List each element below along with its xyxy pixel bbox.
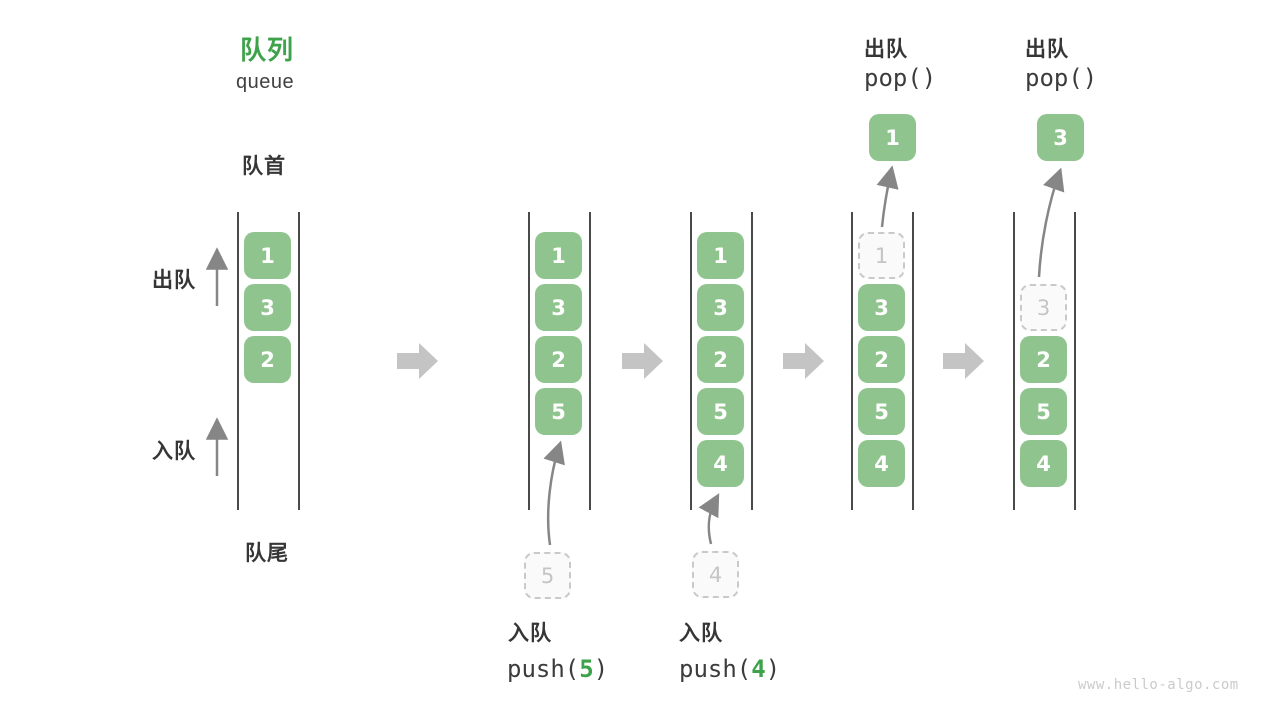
queue-wall	[528, 212, 530, 510]
queue-item: 1	[535, 232, 582, 279]
popped-item: 3	[1037, 114, 1084, 161]
queue-item: 2	[535, 336, 582, 383]
watermark: www.hello-algo.com	[1078, 677, 1239, 693]
transition-arrow-icon-4	[943, 343, 984, 379]
queue-wall	[912, 212, 914, 510]
queue-item: 5	[1020, 388, 1067, 435]
code-arg: 5	[579, 655, 594, 683]
queue-item: 1	[244, 232, 291, 279]
page-title: 队列	[240, 35, 295, 65]
queue-wall	[690, 212, 692, 510]
queue-item: 3	[697, 284, 744, 331]
pop1-arrow-icon	[876, 165, 899, 228]
code-post: )	[593, 655, 609, 683]
code-arg: 4	[751, 655, 766, 683]
queue-item: 4	[858, 440, 905, 487]
dequeue-side-label: 出队	[152, 269, 196, 292]
transition-arrow-icon-1	[397, 343, 438, 379]
push5-arrow-icon	[543, 440, 565, 546]
pop3-arrow-icon	[1037, 167, 1065, 278]
queue-wall	[298, 212, 300, 510]
queue-item: 4	[1020, 440, 1067, 487]
removed-item-ghost: 1	[858, 232, 905, 279]
code-pre: push(	[679, 655, 752, 683]
queue-item: 1	[697, 232, 744, 279]
queue-wall	[1013, 212, 1015, 510]
queue-wall	[751, 212, 753, 510]
enqueue-op-code: push(5)	[507, 655, 608, 683]
queue-item: 4	[697, 440, 744, 487]
removed-item-ghost: 3	[1020, 284, 1067, 331]
incoming-item-ghost: 5	[524, 552, 571, 599]
code-pre: push(	[507, 655, 580, 683]
queue-item: 3	[858, 284, 905, 331]
enqueue-side-label: 入队	[152, 440, 196, 463]
enqueue-op-code: push(4)	[679, 655, 780, 683]
queue-item: 2	[697, 336, 744, 383]
enqueue-op-label: 入队	[679, 622, 723, 645]
queue-item: 5	[858, 388, 905, 435]
dequeue-op-code: pop()	[864, 64, 937, 92]
queue-wall	[237, 212, 239, 510]
dequeue-op-code: pop()	[1025, 64, 1098, 92]
queue-item: 3	[244, 284, 291, 331]
queue-item: 2	[244, 336, 291, 383]
queue-wall	[851, 212, 853, 510]
transition-arrow-icon-2	[622, 343, 663, 379]
code-post: )	[765, 655, 781, 683]
queue-front-label: 队首	[242, 155, 286, 178]
queue-wall	[589, 212, 591, 510]
dequeue-op-label: 出队	[1025, 38, 1069, 61]
queue-item: 2	[858, 336, 905, 383]
queue-item: 2	[1020, 336, 1067, 383]
incoming-item-ghost: 4	[692, 551, 739, 598]
queue-item: 3	[535, 284, 582, 331]
queue-rear-label: 队尾	[245, 542, 289, 565]
queue-wall	[1074, 212, 1076, 510]
popped-item: 1	[869, 114, 916, 161]
queue-item: 5	[535, 388, 582, 435]
dequeue-op-label: 出队	[864, 38, 908, 61]
transition-arrow-icon-3	[783, 343, 824, 379]
queue-item: 5	[697, 388, 744, 435]
push4-arrow-icon	[698, 493, 720, 545]
enqueue-op-label: 入队	[508, 622, 552, 645]
page-subtitle: queue	[236, 71, 295, 93]
